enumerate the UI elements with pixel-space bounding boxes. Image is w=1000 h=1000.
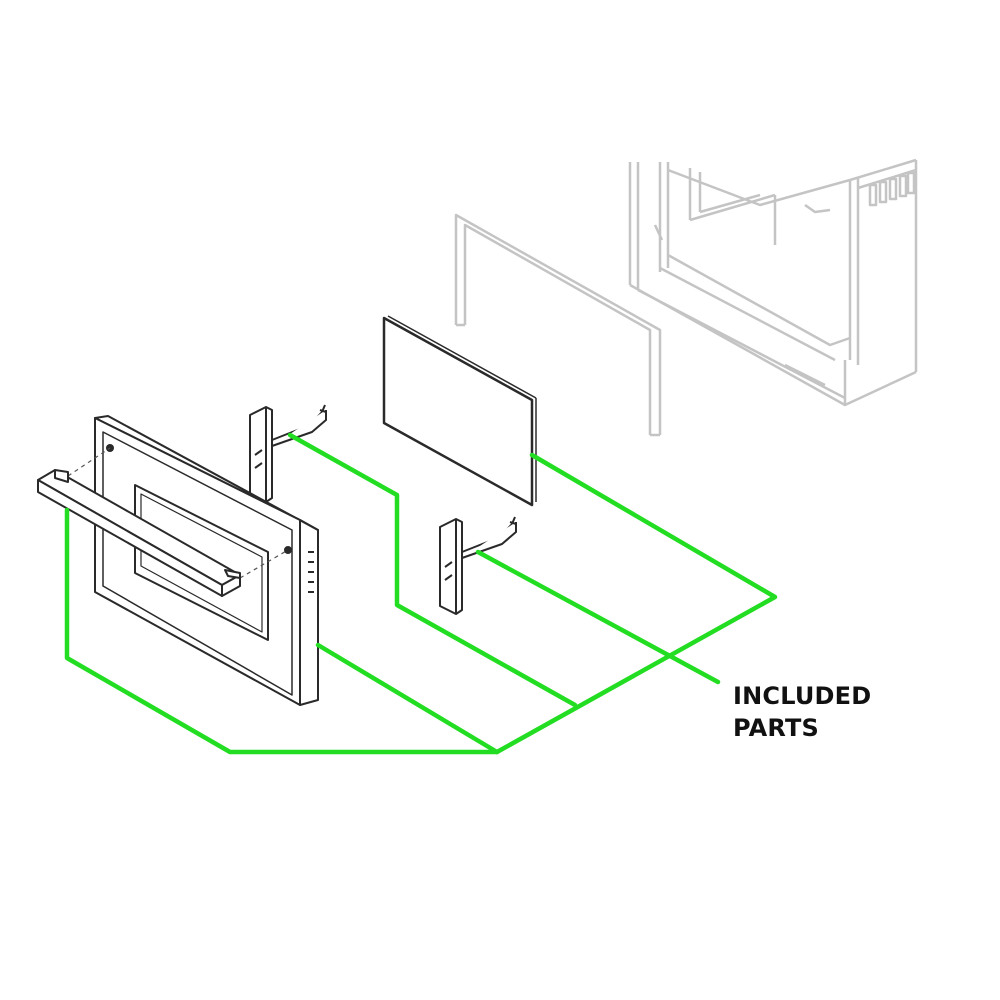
door-handle <box>37 469 241 597</box>
door-hinge-left <box>249 404 327 503</box>
door-hinge-right <box>439 516 517 615</box>
callout-leader-lines <box>64 432 778 755</box>
handle-mount-guides <box>67 447 289 579</box>
oven-cavity <box>628 158 918 407</box>
callout-line-2: PARTS <box>733 714 820 742</box>
callout-line-1: INCLUDED <box>733 682 872 710</box>
door-gasket-frame <box>454 213 662 437</box>
included-parts-label: INCLUDED PARTS <box>733 680 871 744</box>
door-glass-panel <box>382 315 537 507</box>
